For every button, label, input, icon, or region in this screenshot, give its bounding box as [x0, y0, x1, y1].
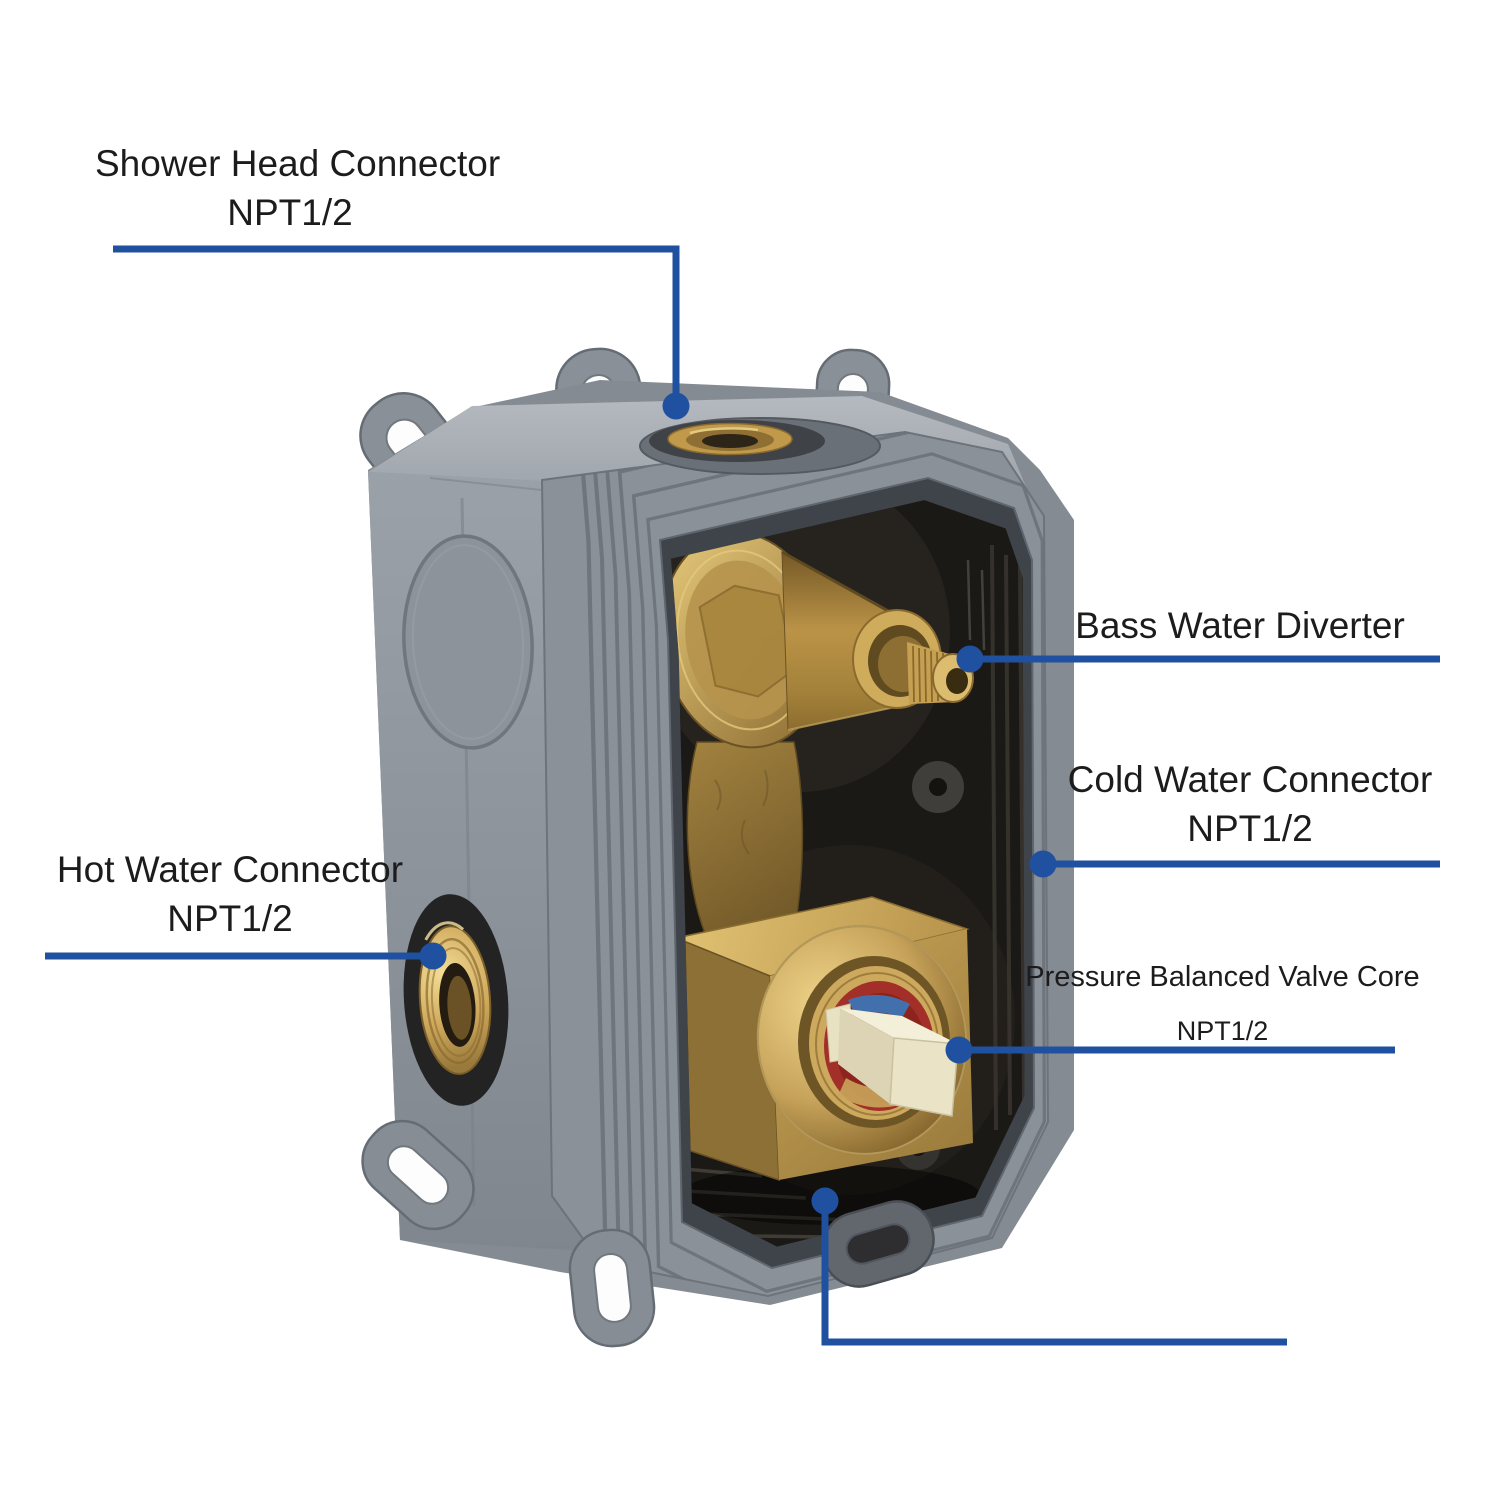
- diverter-assembly: [671, 531, 974, 749]
- label-title: Shower Head Connector: [95, 143, 501, 184]
- callout-line-shower-head: [113, 245, 680, 394]
- mounting-ear-bottom-left: [361, 1119, 475, 1231]
- callout-dot-bottom: [811, 1187, 839, 1215]
- brass-casting: [686, 741, 804, 937]
- shower-head-port: [639, 417, 881, 475]
- label-shower-head-connector: Shower Head Connector NPT1/2: [95, 142, 501, 236]
- label-title: Bass Water Diverter: [1075, 605, 1405, 646]
- label-cold-water-connector: Cold Water Connector NPT1/2: [1035, 758, 1465, 852]
- callout-dots: [419, 392, 1057, 1215]
- valve-core-stem: [825, 1003, 959, 1117]
- callouts: [45, 245, 1440, 1346]
- mounting-ear-bottom-center: [568, 1228, 656, 1348]
- label-bass-water-diverter: Bass Water Diverter: [1025, 604, 1455, 648]
- label-subtitle: NPT1/2: [1187, 808, 1313, 850]
- label-title: Pressure Balanced Valve Core: [1025, 961, 1420, 993]
- top-corner-seam: [429, 477, 561, 493]
- callout-dot-cold-water: [1029, 850, 1057, 878]
- interior-wall-ribs: [990, 544, 1025, 1131]
- label-pressure-balanced-valve-core: Pressure Balanced Valve Core NPT1/2: [1015, 960, 1430, 1047]
- callout-dot-valve-core: [945, 1036, 973, 1064]
- callout-dot-hot-water: [419, 942, 447, 970]
- label-subtitle: NPT1/2: [227, 192, 353, 234]
- left-face-knockout: [402, 534, 534, 750]
- mounting-ear-bottom-right: [821, 1200, 935, 1288]
- label-title: Hot Water Connector: [56, 849, 404, 890]
- label-title: Cold Water Connector: [1067, 759, 1433, 800]
- label-subtitle: NPT1/2: [167, 898, 293, 940]
- callout-line-bottom: [821, 1206, 1287, 1346]
- callout-dot-shower-head: [662, 392, 690, 420]
- casting-texture: [714, 769, 769, 855]
- interior-wall-highlights: [966, 559, 986, 651]
- label-hot-water-connector: Hot Water Connector NPT1/2: [30, 848, 430, 942]
- label-subtitle: NPT1/2: [1176, 1015, 1269, 1046]
- callout-dot-bass-diverter: [956, 645, 984, 673]
- valve-assembly: [673, 896, 980, 1225]
- box-interior: [671, 500, 1025, 1247]
